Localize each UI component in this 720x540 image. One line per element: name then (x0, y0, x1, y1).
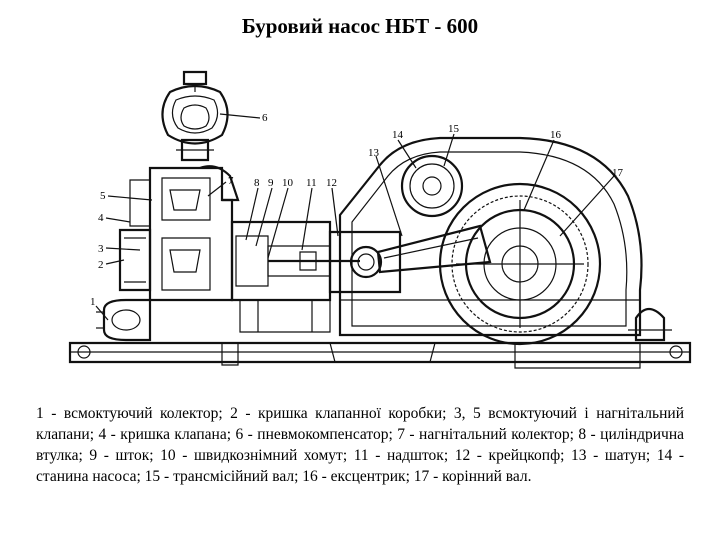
callout-2: 2 (98, 259, 104, 271)
callout-15: 15 (448, 123, 460, 135)
callout-6: 6 (262, 112, 268, 124)
diagram-title: Буровий насос НБТ - 600 (241, 14, 479, 38)
callout-10: 10 (282, 177, 294, 189)
callout-17: 17 (612, 167, 624, 179)
right-end-cap (628, 307, 672, 342)
pneumatic-compensator (161, 70, 229, 162)
callout-5: 5 (100, 190, 106, 202)
callout-labels: 1 2 3 4 5 6 7 8 9 10 11 12 13 14 15 16 1… (90, 112, 624, 308)
callout-16: 16 (550, 129, 562, 141)
callout-4: 4 (98, 212, 104, 224)
leader-lines (95, 113, 615, 321)
pump-frame (338, 136, 643, 337)
callout-7: 7 (228, 175, 234, 187)
suction-manifold (96, 298, 152, 342)
callout-1: 1 (90, 296, 96, 308)
pump-cross-section-drawing: 1 2 3 4 5 6 7 8 9 10 11 12 13 14 15 16 1… (68, 70, 692, 369)
base-skid (68, 341, 692, 369)
callout-3: 3 (98, 243, 104, 255)
callout-14: 14 (392, 129, 404, 141)
transmission-shaft (400, 154, 464, 218)
callout-9: 9 (268, 177, 274, 189)
callout-8: 8 (254, 177, 260, 189)
callout-12: 12 (326, 177, 337, 189)
eccentric-and-main-shaft (438, 182, 602, 346)
callout-11: 11 (306, 177, 317, 189)
parts-legend-caption: 1 - всмоктуючий колектор; 2 - кришка кла… (36, 405, 684, 485)
callout-13: 13 (368, 147, 380, 159)
